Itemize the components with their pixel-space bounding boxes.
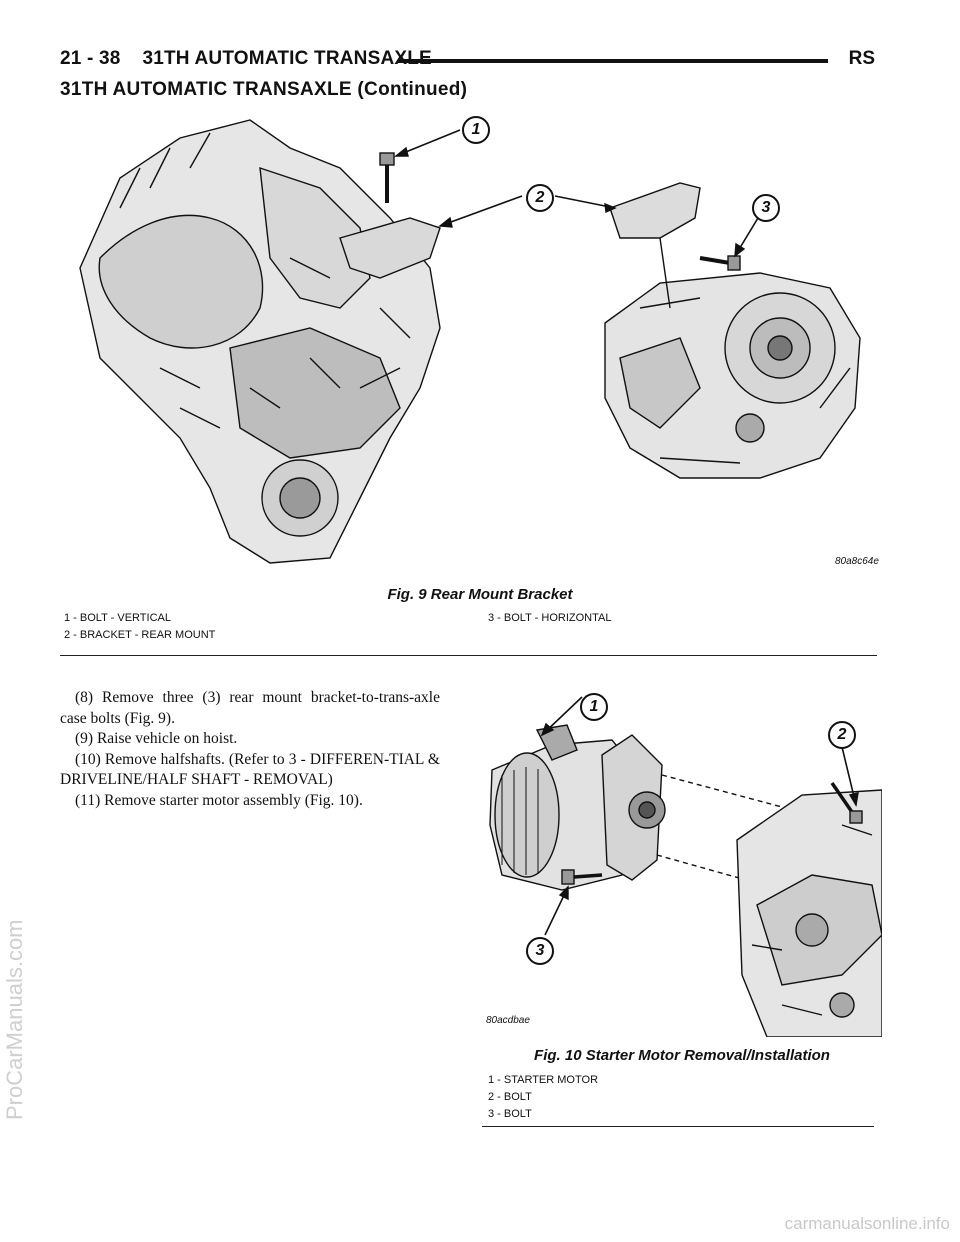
figure-10-rule <box>482 1126 874 1127</box>
callout-badge: 1 <box>462 116 490 144</box>
step-11: (11) Remove starter motor assembly (Fig.… <box>75 791 363 809</box>
section-subtitle: 31TH AUTOMATIC TRANSAXLE (Continued) <box>60 79 468 100</box>
section-code: RS <box>848 48 875 69</box>
legend-item: 2 - BOLT <box>488 1091 532 1103</box>
legend-item: 2 - BRACKET - REAR MOUNT <box>64 629 216 641</box>
page-header-title: 21 - 38 31TH AUTOMATIC TRANSAXLE <box>60 48 432 69</box>
figure-9-caption: Fig. 9 Rear Mount Bracket <box>387 586 573 603</box>
figure-10-legend: 1 - STARTER MOTOR 2 - BOLT 3 - BOLT <box>488 1072 598 1123</box>
watermark-left: ProCarManuals.com <box>2 919 27 1120</box>
figure-9-rule <box>60 655 877 656</box>
legend-item: 3 - BOLT <box>488 1108 532 1120</box>
step-10: (10) Remove halfshafts. (Refer to 3 - DI… <box>60 750 440 789</box>
image-code: 80a8c64e <box>835 556 879 567</box>
figure-10-illustration: 1 2 3 80acdbae <box>482 675 883 1038</box>
figure-9-legend-right: 3 - BOLT - HORIZONTAL <box>488 610 611 627</box>
figure-10-caption: Fig. 10 Starter Motor Removal/Installati… <box>534 1047 830 1064</box>
step-9: (9) Raise vehicle on hoist. <box>75 730 238 747</box>
step-8: (8) Remove three (3) rear mount bracket-… <box>60 689 440 727</box>
legend-item: 1 - BOLT - VERTICAL <box>64 612 171 624</box>
callout-badge: 3 <box>526 937 554 965</box>
header-rule <box>398 59 828 63</box>
callout-badge: 1 <box>580 693 608 721</box>
watermark-bottom: carmanualsonline.info <box>784 1214 950 1233</box>
callout-badge: 2 <box>526 184 554 212</box>
legend-item: 3 - BOLT - HORIZONTAL <box>488 612 612 624</box>
image-code: 80acdbae <box>486 1015 530 1026</box>
legend-item: 1 - STARTER MOTOR <box>488 1074 599 1086</box>
procedure-steps: (8) Remove three (3) rear mount bracket-… <box>60 688 440 811</box>
figure-9-illustration: 1 2 3 80a8c64e <box>60 108 890 578</box>
callout-badge: 3 <box>752 194 780 222</box>
figure-9-legend-left: 1 - BOLT - VERTICAL 2 - BRACKET - REAR M… <box>64 610 215 644</box>
callout-badge: 2 <box>828 721 856 749</box>
